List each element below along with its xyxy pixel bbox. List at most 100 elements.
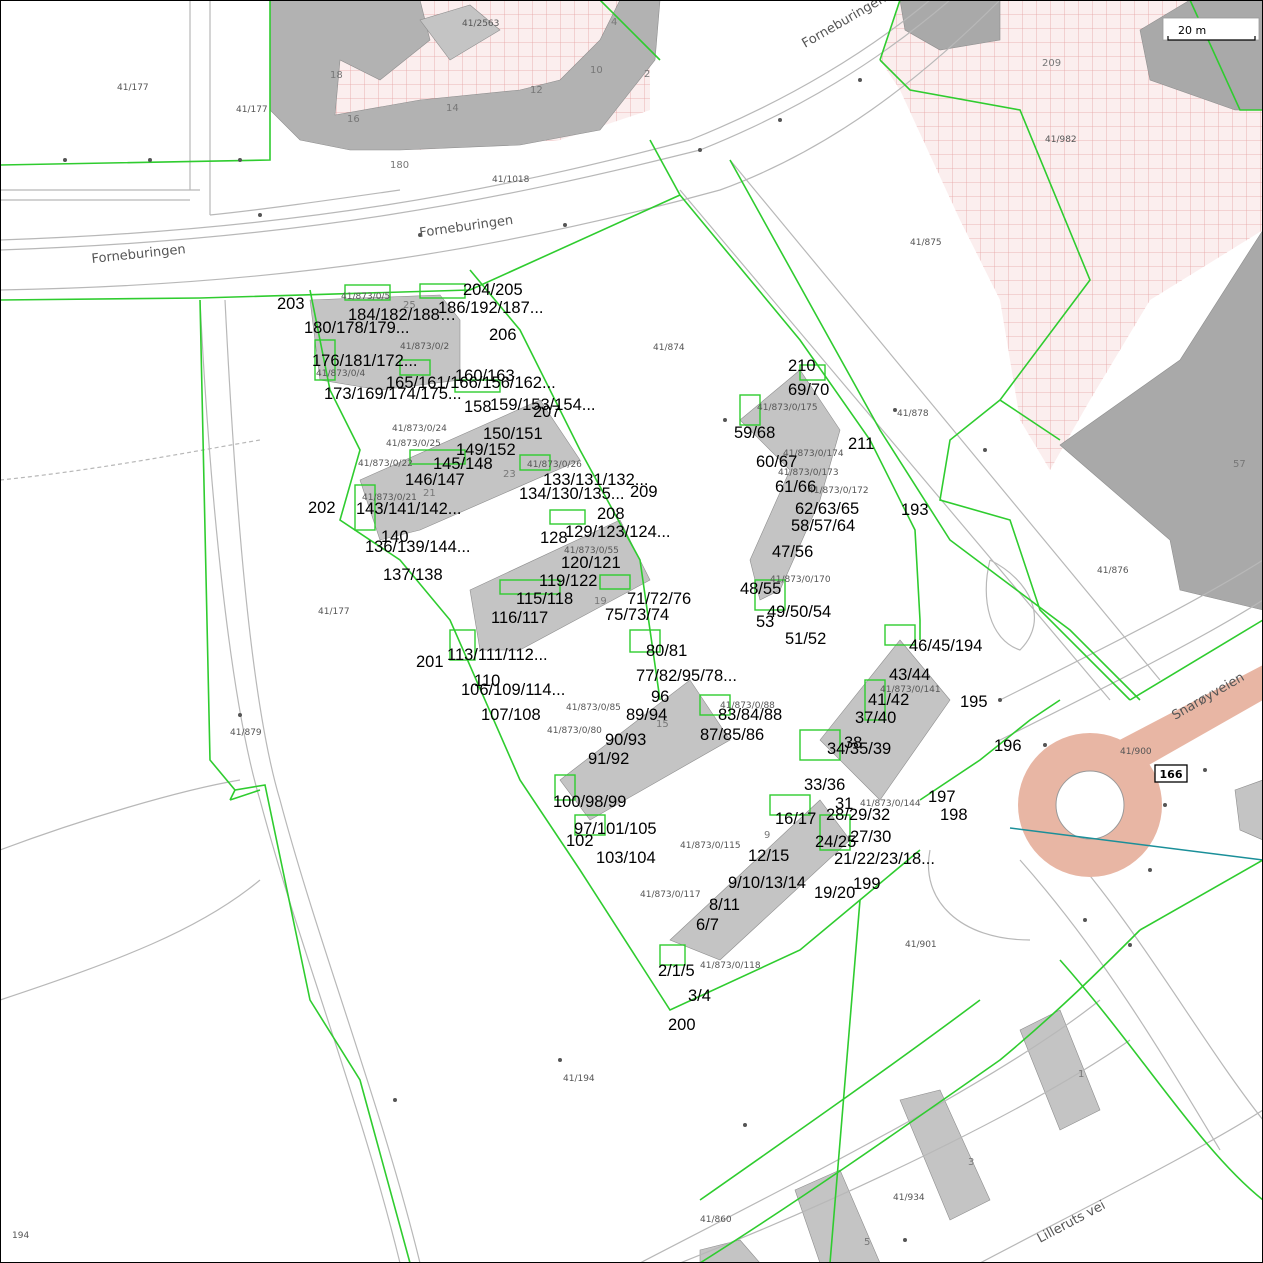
- svg-text:20 m: 20 m: [1178, 24, 1206, 37]
- unit-label: 200: [668, 1016, 696, 1034]
- roundabout: [1018, 665, 1263, 877]
- unit-label: 90/93: [605, 731, 646, 749]
- address-number: 2: [644, 69, 650, 80]
- unit-label: 128: [540, 529, 568, 547]
- address-number: 25: [403, 300, 416, 311]
- parcel-id: 41/873/0/21: [362, 493, 417, 503]
- unit-label: 61/66: [775, 478, 816, 496]
- unit-label: 27/30: [850, 828, 891, 846]
- unit-label: 37/40: [855, 709, 896, 727]
- unit-label: 176/181/172...: [312, 352, 418, 370]
- unit-label: 46/45/194: [909, 637, 982, 655]
- unit-label: 120/121: [561, 554, 621, 572]
- parcel-id: 41/873/0/2: [400, 342, 449, 352]
- address-number: 3: [968, 1157, 974, 1168]
- unit-label: 119/122: [539, 572, 597, 590]
- unit-label: 195: [960, 693, 988, 711]
- unit-label: 173/169/174/175...: [324, 385, 462, 403]
- unit-label: 83/84/88: [718, 706, 782, 724]
- road-name: Forneburingen: [418, 213, 514, 241]
- unit-label: 59/68: [734, 424, 775, 442]
- unit-label: 137/138: [383, 566, 443, 584]
- unit-label: 180/178/179...: [304, 319, 410, 337]
- unit-label: 24/25: [815, 833, 856, 851]
- parcel-id: 41/934: [893, 1193, 925, 1203]
- unit-label: 203: [277, 295, 305, 313]
- address-number: 21: [423, 488, 436, 499]
- road-shield: 166: [1154, 764, 1188, 783]
- unit-label: 97/101/105: [574, 820, 657, 838]
- unit-label: 136/139/144...: [365, 538, 471, 556]
- unit-label: 116/117: [491, 609, 548, 627]
- unit-label: 41/42: [868, 691, 909, 709]
- unit-label: 207: [533, 403, 561, 421]
- parcel-id: 41/873/0/170: [770, 575, 831, 585]
- address-number: 15: [656, 719, 669, 730]
- parcel-id: 41/876: [1097, 566, 1129, 576]
- unit-label: 69/70: [788, 381, 829, 399]
- parcel-id: 41/860: [700, 1215, 732, 1225]
- parcel-id: 41/901: [905, 940, 937, 950]
- parcel-id: 41/873/0/173: [778, 468, 839, 478]
- parcel-id: 41/873/0/24: [392, 424, 447, 434]
- address-number: 9: [764, 830, 770, 841]
- parcel-id: 41/873/0/80: [547, 726, 602, 736]
- road-name: Lilleruts vei: [1035, 1198, 1108, 1246]
- parcel-id: 41/873/0/4: [316, 369, 365, 379]
- unit-label: 71/72/76: [627, 590, 691, 608]
- unit-label: 150/151: [483, 425, 543, 443]
- address-number: 12: [530, 85, 543, 96]
- unit-label: 62/63/65: [795, 500, 859, 518]
- unit-label: 206: [489, 326, 517, 344]
- address-number-labels: 18 16 14 12 10 4 2 180 209 57 25 23 21 1…: [330, 17, 1246, 1248]
- parcel-id: 41/879: [230, 728, 262, 738]
- unit-label: 38: [844, 734, 862, 752]
- unit-label: 145/148: [433, 455, 493, 473]
- unit-label: 60/67: [756, 453, 797, 471]
- unit-label: 165/161/166/156/162...: [386, 374, 556, 392]
- parcel-id: 41/177: [117, 83, 149, 93]
- unit-label: 197: [928, 788, 956, 806]
- unit-label: 91/92: [588, 750, 629, 768]
- road-name: Forneburingen: [800, 0, 889, 51]
- unit-label: 58/57/64: [791, 517, 855, 535]
- unit-label: 100/98/99: [553, 793, 626, 811]
- parcel-id: 41/873/0/55: [564, 546, 619, 556]
- address-number: 19: [594, 596, 607, 607]
- parcel-id: 41/873/0/175: [757, 403, 818, 413]
- unit-label: 28/29/32: [826, 806, 890, 824]
- unit-label: 159/153/154...: [490, 396, 596, 414]
- address-number: 10: [590, 65, 603, 76]
- unit-label: 80/81: [646, 642, 687, 660]
- unit-label: 43/44: [889, 666, 930, 684]
- unit-label: 149/152: [456, 441, 516, 459]
- parcel-id: 41/873/0/174: [783, 449, 844, 459]
- unit-label: 19/20: [814, 884, 855, 902]
- address-number: 1: [1078, 1069, 1084, 1080]
- unit-label: 210: [788, 357, 816, 375]
- unit-label: 89/94: [626, 706, 667, 724]
- unit-label: 110: [474, 672, 500, 690]
- svg-text:166: 166: [1160, 768, 1183, 781]
- parcel-id: 194: [12, 1231, 29, 1241]
- parcel-id: 41/1018: [492, 175, 530, 185]
- unit-label: 143/141/142...: [356, 500, 462, 518]
- parcel-id: 41/873/0/88: [720, 701, 775, 711]
- unit-label: 9/10/13/14: [728, 874, 806, 892]
- unit-label: 204/205: [463, 281, 523, 299]
- parcel-id: 41/873/0/26: [527, 460, 582, 470]
- unit-label: 133/131/132...: [543, 471, 649, 489]
- parcel-id: 41/873/0/22: [358, 459, 413, 469]
- parcel-id: 41/177: [318, 607, 350, 617]
- unit-label: 102: [566, 832, 594, 850]
- parcel-id: 41/873/0/5: [341, 292, 390, 302]
- parcel-id: 41/873/0/144: [860, 799, 921, 809]
- parcel-id: 41/900: [1120, 747, 1152, 757]
- unit-label: 3/4: [688, 987, 711, 1005]
- parcel-id: 41/875: [910, 238, 942, 248]
- parcel-id: 41/177: [236, 105, 268, 115]
